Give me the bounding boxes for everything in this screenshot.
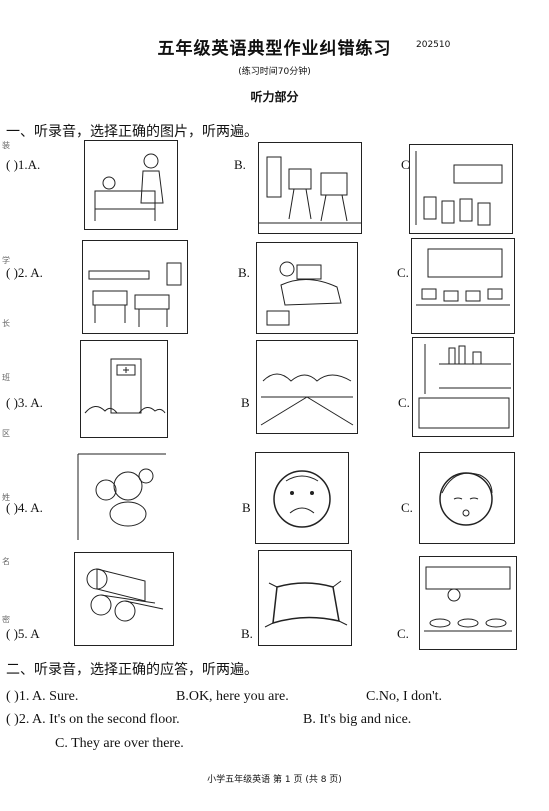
part-title: 听力部分 — [250, 90, 299, 104]
hospital-building-icon[interactable] — [80, 340, 168, 438]
sad-face-icon[interactable] — [255, 452, 349, 544]
exam-code: 202510 — [416, 40, 451, 50]
option-c-label: C. — [397, 265, 409, 280]
option-c-label: C — [401, 157, 410, 172]
doctor-patient-icon[interactable] — [84, 140, 178, 230]
living-room-icon[interactable] — [256, 242, 358, 334]
logs-icon[interactable] — [74, 552, 174, 646]
page-title: 五年级英语典型作业纠错练习 — [157, 39, 392, 59]
option-b-label: B. — [234, 157, 246, 172]
cooking-scene-icon[interactable] — [419, 556, 517, 650]
margin-char: 长 — [2, 319, 10, 328]
margin-char: 学 — [2, 256, 10, 265]
answer-q1-b: B.OK, here you are. — [176, 689, 289, 704]
question-number: ( )2. A. — [6, 265, 43, 280]
answer-q1-c: C.No, I don't. — [366, 689, 443, 704]
question-number: ( )4. A. — [6, 500, 43, 515]
option-b-label: B — [241, 395, 250, 410]
margin-char: 密 — [2, 615, 10, 624]
answer-q2-b: B. It's big and nice. — [303, 712, 412, 727]
margin-char: 装 — [2, 141, 10, 150]
classroom-desks-icon[interactable] — [82, 240, 188, 334]
computer-room-icon[interactable] — [411, 238, 515, 334]
margin-char: 名 — [2, 557, 10, 566]
page-footer: 小学五年级英语 第 1 页 (共 8 页) — [207, 775, 342, 785]
margin-char: 班 — [2, 373, 10, 382]
art-room-easels-icon[interactable] — [258, 142, 362, 234]
option-c-label: C. — [398, 395, 410, 410]
pillow-icon[interactable] — [258, 550, 352, 646]
option-b-label: B. — [238, 265, 250, 280]
question-number: ( )5. A — [6, 626, 40, 641]
cartoon-character-icon[interactable] — [76, 452, 168, 542]
classroom-chairs-icon[interactable] — [409, 144, 513, 234]
margin-char: 姓 — [2, 493, 10, 502]
margin-char: 区 — [2, 429, 10, 438]
answer-q2-a: ( )2. A. It's on the second floor. — [6, 712, 180, 727]
question-number: ( )1.A. — [6, 157, 41, 172]
option-c-label: C. — [397, 626, 409, 641]
section1-heading: 一、听录音，选择正确的图片，听两遍。 — [6, 124, 258, 140]
answer-q2-c: C. They are over there. — [55, 736, 184, 751]
option-b-label: B — [242, 500, 251, 515]
park-bridge-icon[interactable] — [256, 340, 358, 434]
kitchen-shelves-icon[interactable] — [412, 337, 514, 437]
answer-q1-a: ( )1. A. Sure. — [6, 689, 79, 704]
question-number: ( )3. A. — [6, 395, 43, 410]
section2-heading: 二、听录音，选择正确的应答，听两遍。 — [6, 662, 258, 678]
time-note: (练习时间70分钟) — [238, 67, 311, 77]
calm-face-icon[interactable] — [419, 452, 515, 544]
option-c-label: C. — [401, 500, 413, 515]
option-b-label: B. — [241, 626, 253, 641]
